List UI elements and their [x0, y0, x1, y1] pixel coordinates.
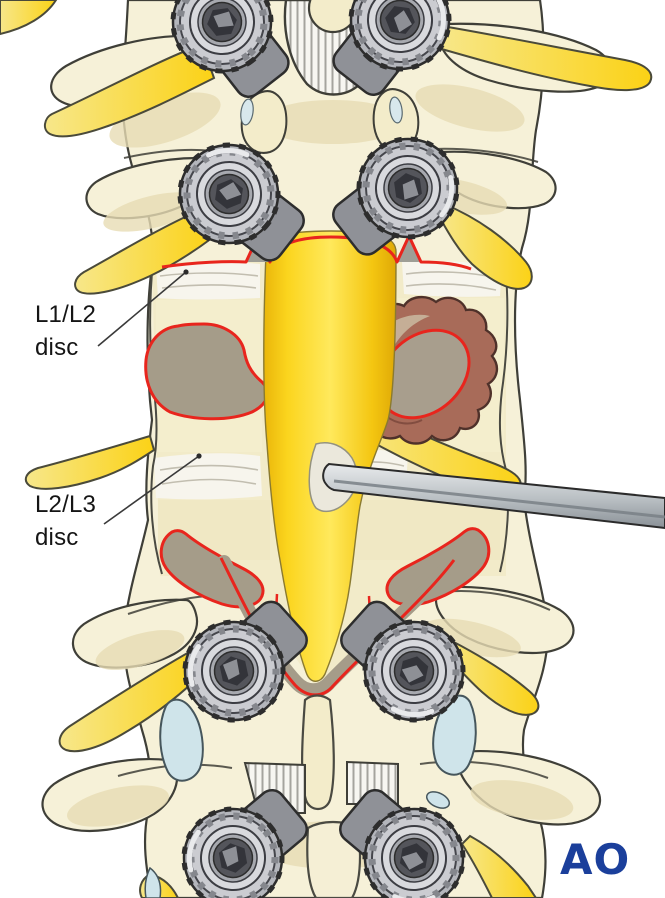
nerve-root	[460, 834, 538, 898]
instrument-shaft-line	[333, 479, 665, 519]
label-l1l2-disc: L1/L2 disc	[35, 298, 96, 364]
label-line: L2/L3	[35, 491, 97, 518]
nerve-root	[74, 210, 214, 295]
nerve-root	[436, 24, 653, 92]
label-line: disc	[35, 334, 79, 361]
nerve-root	[438, 202, 533, 290]
cut-surface	[385, 527, 491, 607]
nerve-root	[44, 44, 216, 138]
spinous-process	[301, 694, 335, 811]
ao-logo: AO	[560, 835, 630, 884]
facet-cartilage	[159, 698, 204, 782]
label-l2l3-disc: L2/L3 disc	[35, 488, 96, 554]
lower-vertebra-details	[144, 694, 477, 898]
surgical-instrument	[322, 462, 665, 530]
nerve-root	[24, 434, 156, 490]
nerve-root	[0, 0, 58, 36]
label-line: disc	[35, 524, 79, 551]
cut-surface	[144, 322, 269, 421]
label-line: L1/L2	[35, 301, 97, 328]
leader-line	[97, 271, 187, 347]
leader-line	[103, 455, 200, 525]
leader-lines	[97, 269, 202, 525]
